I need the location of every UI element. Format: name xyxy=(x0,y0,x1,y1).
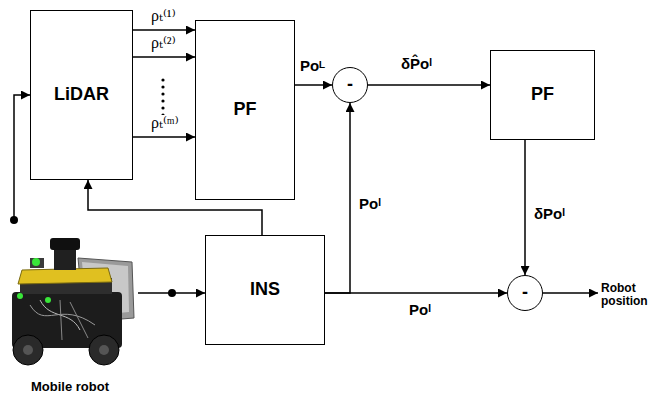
signal-connector xyxy=(133,136,195,138)
output-arrow xyxy=(543,292,598,294)
node-title: LiDAR xyxy=(54,85,109,105)
signal-connector xyxy=(368,84,490,86)
signal-name: δPoᴵ xyxy=(533,206,566,222)
subtract-junction: - xyxy=(332,67,368,103)
output-label: Robot position xyxy=(600,282,659,307)
signal-name: Poᴵ xyxy=(408,302,432,318)
node-title: - xyxy=(347,75,353,95)
filter-box: PF xyxy=(490,50,595,140)
node-title: PF xyxy=(233,100,256,120)
signal-connector xyxy=(524,140,526,275)
node-title: PF xyxy=(531,85,554,105)
sensor-box: LiDAR xyxy=(30,10,133,180)
signal-connector xyxy=(138,292,205,294)
signal-name: Poᴸ xyxy=(299,58,326,74)
signal-name: ρₜ⁽¹⁾ xyxy=(150,8,177,25)
signal-name: ρₜ⁽ᵐ⁾ xyxy=(150,115,180,132)
signal-connector xyxy=(133,56,195,58)
signal-connector xyxy=(325,292,507,294)
ellipsis-dots xyxy=(161,78,164,116)
signal-name: δP̂oᴵ xyxy=(400,56,433,72)
sensor-box: INS xyxy=(205,235,325,345)
robot-illustration xyxy=(12,238,134,365)
filter-box: PF xyxy=(195,20,295,200)
signal-connector xyxy=(325,103,350,293)
robot-figure: Mobile robot xyxy=(2,222,138,394)
node-title: - xyxy=(522,283,528,303)
node-title: INS xyxy=(250,280,280,300)
signal-connector xyxy=(295,84,332,86)
signal-connector xyxy=(133,29,195,31)
signal-name: ρₜ⁽²⁾ xyxy=(150,35,177,52)
subtract-junction: - xyxy=(507,275,543,311)
signal-connector xyxy=(14,95,30,222)
signal-name: Poᴵ xyxy=(358,196,382,212)
figure-caption: Mobile robot xyxy=(31,380,109,394)
